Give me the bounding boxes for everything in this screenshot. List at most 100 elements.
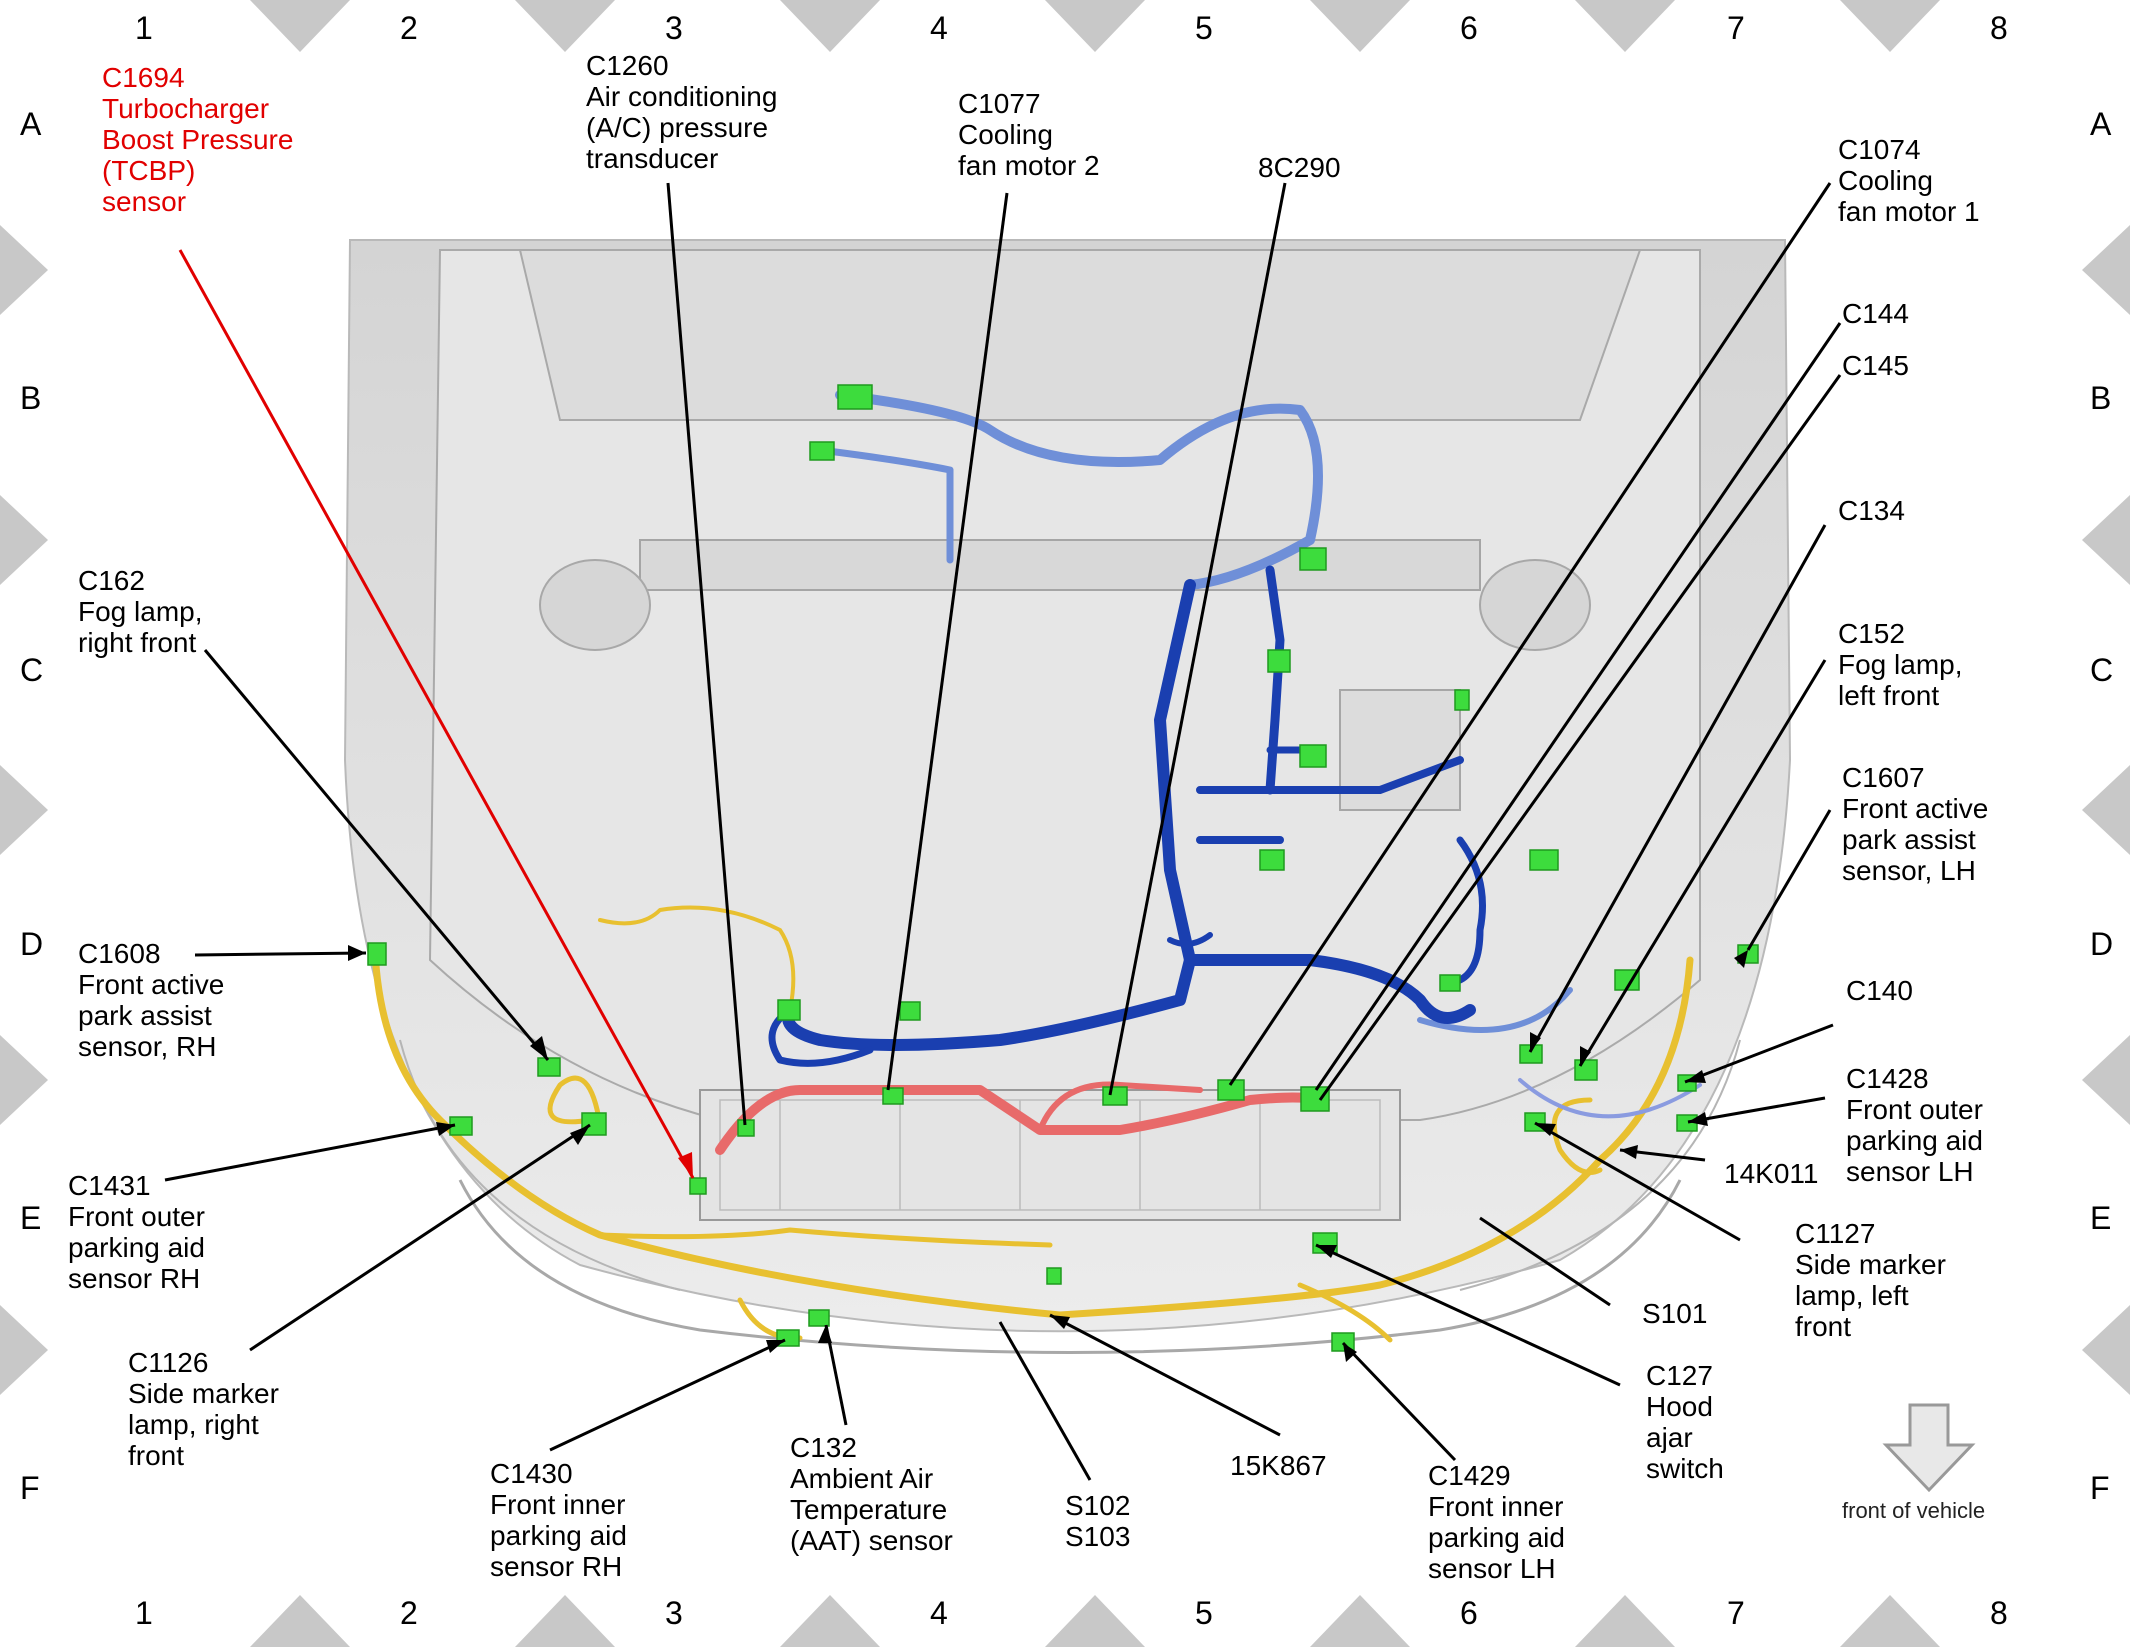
grid-row-F-left: F bbox=[20, 1470, 40, 1506]
callout-line: C1260 bbox=[586, 50, 669, 81]
callout-line: Ambient Air bbox=[790, 1463, 934, 1494]
leader-line-15K867 bbox=[1049, 1313, 1281, 1437]
callout-line: park assist bbox=[1842, 824, 1976, 855]
grid-column-4-bottom: 4 bbox=[930, 1595, 948, 1631]
callout-line: fan motor 2 bbox=[958, 150, 1100, 181]
grid-row-E-right: E bbox=[2090, 1200, 2112, 1236]
leader-line-S101 bbox=[1479, 1216, 1611, 1307]
grid-column-3-bottom: 3 bbox=[665, 1595, 683, 1631]
front-of-vehicle-arrow-icon bbox=[1882, 1403, 1976, 1493]
leader-line-C1260 bbox=[666, 182, 747, 1126]
callout-line: C127 bbox=[1646, 1360, 1713, 1391]
callout-line: parking aid bbox=[1428, 1522, 1565, 1553]
callout-line: C1431 bbox=[68, 1170, 151, 1201]
leader-line-C1430 bbox=[549, 1338, 786, 1452]
callout-line: C1430 bbox=[490, 1458, 573, 1489]
callout-line: C144 bbox=[1842, 298, 1909, 329]
callout-line: Fog lamp, bbox=[78, 596, 203, 627]
callout-line: ajar bbox=[1646, 1422, 1693, 1453]
leader-line-8C290 bbox=[1108, 182, 1287, 1096]
leader-line-C1429 bbox=[1341, 1341, 1457, 1462]
callout-line: transducer bbox=[586, 143, 719, 174]
callout-line: Air conditioning bbox=[586, 81, 778, 112]
arrowheads bbox=[348, 945, 1748, 1362]
leader-lines bbox=[164, 182, 1842, 1481]
callout-line: 15K867 bbox=[1230, 1450, 1327, 1481]
callout-line: sensor bbox=[102, 186, 187, 217]
leader-line-C127 bbox=[1315, 1243, 1621, 1387]
grid-row-F-right: F bbox=[2090, 1470, 2110, 1506]
callout-line: Fog lamp, bbox=[1838, 649, 1963, 680]
callout-line: C1428 bbox=[1846, 1063, 1929, 1094]
grid-column-7-top: 7 bbox=[1727, 10, 1745, 46]
callout-line: C1074 bbox=[1838, 134, 1921, 165]
callout-line: C145 bbox=[1842, 350, 1909, 381]
grid-column-8-bottom: 8 bbox=[1990, 1595, 2008, 1631]
grid-row-E-left: E bbox=[20, 1200, 42, 1236]
front-of-vehicle-label: front of vehicle bbox=[1842, 1498, 1986, 1523]
callout-line: (A/C) pressure bbox=[586, 112, 769, 143]
grid-column-1-bottom: 1 bbox=[135, 1595, 153, 1631]
callout-line: S103 bbox=[1065, 1521, 1131, 1552]
leader-line-S102 bbox=[998, 1321, 1092, 1481]
callout-line: sensor LH bbox=[1846, 1156, 1974, 1187]
callout-line: 8C290 bbox=[1258, 152, 1341, 183]
callout-c134: C134 bbox=[1838, 495, 1905, 526]
callout-line: C140 bbox=[1846, 975, 1913, 1006]
leader-line-C134 bbox=[1528, 524, 1827, 1053]
callout-line: lamp, right bbox=[128, 1409, 259, 1440]
grid-row-A-right: A bbox=[2090, 106, 2112, 142]
leader-line-C162 bbox=[203, 649, 550, 1061]
callout-line: C1077 bbox=[958, 88, 1041, 119]
grid-column-6-bottom: 6 bbox=[1460, 1595, 1478, 1631]
leader-line-C152 bbox=[1578, 659, 1827, 1067]
callout-line: C134 bbox=[1838, 495, 1905, 526]
callout-line: Hood bbox=[1646, 1391, 1713, 1422]
callout-line: C1429 bbox=[1428, 1460, 1511, 1491]
callout-line: C1126 bbox=[128, 1347, 209, 1378]
callout-8c290: 8C290 bbox=[1258, 152, 1341, 183]
callout-line: S101 bbox=[1642, 1298, 1708, 1329]
callout-c145: C145 bbox=[1842, 350, 1909, 381]
callout-line: Turbocharger bbox=[102, 93, 270, 124]
callout-line: C1607 bbox=[1842, 762, 1925, 793]
leader-line-C144 bbox=[1314, 322, 1842, 1091]
callout-14k011: 14K011 bbox=[1724, 1158, 1818, 1189]
callout-line: Front active bbox=[78, 969, 225, 1000]
callout-line: C1608 bbox=[78, 938, 161, 969]
vehicle-front-end-illustration bbox=[343, 239, 1792, 1354]
callout-line: parking aid bbox=[68, 1232, 205, 1263]
callout-line: sensor RH bbox=[490, 1551, 623, 1582]
callout-line: C132 bbox=[790, 1432, 857, 1463]
callout-line: right front bbox=[78, 627, 197, 658]
callout-line: parking aid bbox=[490, 1520, 627, 1551]
callout-line: Side marker bbox=[128, 1378, 279, 1409]
grid-row-D-right: D bbox=[2090, 926, 2114, 962]
grid-column-2-top: 2 bbox=[400, 10, 418, 46]
callout-line: Cooling bbox=[958, 119, 1053, 150]
callout-line: sensor, LH bbox=[1842, 855, 1976, 886]
callout-line: Boost Pressure bbox=[102, 124, 294, 155]
callout-line: fan motor 1 bbox=[1838, 196, 1980, 227]
callout-line: Front active bbox=[1842, 793, 1989, 824]
callout-line: parking aid bbox=[1846, 1125, 1983, 1156]
callout-line: Front outer bbox=[1846, 1094, 1983, 1125]
callout-line: Cooling bbox=[1838, 165, 1933, 196]
leader-line-C1127 bbox=[1534, 1121, 1741, 1242]
callout-line: front bbox=[128, 1440, 185, 1471]
leader-line-C140 bbox=[1684, 1023, 1834, 1084]
grid-column-5-bottom: 5 bbox=[1195, 1595, 1213, 1631]
leader-line-C1126 bbox=[249, 1123, 591, 1352]
leader-line-C1428 bbox=[1687, 1096, 1826, 1124]
